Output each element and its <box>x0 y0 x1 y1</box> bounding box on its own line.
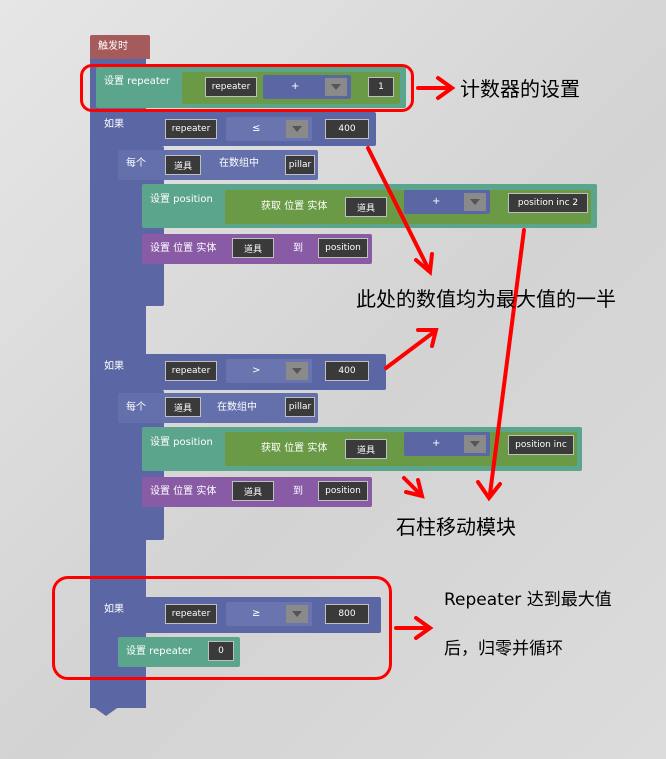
ge-operator-select[interactable]: ≥ <box>226 602 312 626</box>
compare-value-slot-2[interactable]: 400 <box>325 361 369 381</box>
plus-operator-label-2: + <box>432 196 441 207</box>
chevron-down-icon[interactable] <box>286 362 308 380</box>
plus-operator-select-2[interactable]: + <box>404 190 490 214</box>
repeater-var-slot[interactable]: repeater <box>205 77 257 97</box>
chevron-down-icon[interactable] <box>325 78 347 96</box>
plus-operator-label: + <box>291 81 300 92</box>
set-position-label-2: 设置 position <box>150 437 213 448</box>
main-spine-end-notch <box>92 706 120 716</box>
compare-var-slot-3[interactable]: repeater <box>165 604 217 624</box>
if-label-2: 如果 <box>104 361 124 372</box>
chevron-down-icon[interactable] <box>286 120 308 138</box>
compare-value-slot-3[interactable]: 800 <box>325 604 369 624</box>
foreach-array-slot[interactable]: pillar <box>285 155 315 175</box>
location-item-slot-2[interactable]: 道具 <box>232 481 274 501</box>
location-item-slot[interactable]: 道具 <box>232 238 274 258</box>
chevron-down-icon[interactable] <box>464 193 486 211</box>
pillar-arrow-1 <box>402 476 422 496</box>
if-gt-400-end-notch <box>112 540 140 550</box>
position-inc-slot-2[interactable]: position inc <box>508 435 574 455</box>
foreach-array-slot-2[interactable]: pillar <box>285 397 315 417</box>
foreach-block[interactable]: 每个 在数组中 <box>118 150 318 180</box>
half-max-arrow-1 <box>366 146 430 270</box>
half-max-annotation: 此处的数值均为最大值的一半 <box>356 287 616 311</box>
get-item-slot-2[interactable]: 道具 <box>345 439 387 459</box>
get-item-slot[interactable]: 道具 <box>345 197 387 217</box>
each-label: 每个 <box>126 158 146 169</box>
half-max-arrow-2 <box>384 330 436 370</box>
each-label-2: 每个 <box>126 402 146 413</box>
compare-var-slot-2[interactable]: repeater <box>165 361 217 381</box>
pillar-move-annotation: 石柱移动模块 <box>396 515 516 539</box>
set-location-label-2: 设置 位置 实体 <box>150 486 217 497</box>
reset-annotation-line1: Repeater 达到最大值 <box>444 590 612 610</box>
if-le-400-end-notch <box>112 306 140 316</box>
increment-value-slot[interactable]: 1 <box>368 77 394 97</box>
in-array-label: 在数组中 <box>219 158 259 169</box>
chevron-down-icon[interactable] <box>286 605 308 623</box>
set-position-label: 设置 position <box>150 194 213 205</box>
plus-operator-label-3: + <box>432 438 441 449</box>
reset-highlight-box <box>52 576 392 680</box>
trigger-block[interactable]: 触发时 <box>90 35 150 59</box>
reset-value-slot[interactable]: 0 <box>208 641 234 661</box>
plus-operator-select-3[interactable]: + <box>404 432 490 456</box>
in-array-label-2: 在数组中 <box>217 402 257 413</box>
compare-value-slot[interactable]: 400 <box>325 119 369 139</box>
pillar-arrow-2 <box>488 228 526 496</box>
set-repeater-label: 设置 repeater <box>104 76 171 87</box>
location-value-slot[interactable]: position <box>318 238 368 258</box>
ge-operator-label: ≥ <box>252 608 261 619</box>
le-operator-select[interactable]: ≤ <box>226 117 312 141</box>
location-value-slot-2[interactable]: position <box>318 481 368 501</box>
gt-operator-label: > <box>252 365 261 376</box>
reset-annotation-line2: 后，归零并循环 <box>444 639 563 659</box>
gt-operator-select[interactable]: > <box>226 359 312 383</box>
reset-repeater-label: 设置 repeater <box>126 646 193 657</box>
if-label: 如果 <box>104 119 124 130</box>
foreach-item-slot[interactable]: 道具 <box>165 155 201 175</box>
foreach-item-slot-2[interactable]: 道具 <box>165 397 201 417</box>
if-label-3: 如果 <box>104 604 124 615</box>
chevron-down-icon[interactable] <box>464 435 486 453</box>
foreach-block-2[interactable]: 每个 在数组中 <box>118 393 318 423</box>
counter-setting-annotation: 计数器的设置 <box>460 77 580 101</box>
get-position-label-2: 获取 位置 实体 <box>261 443 328 454</box>
le-operator-label: ≤ <box>252 123 261 134</box>
get-position-label: 获取 位置 实体 <box>261 201 328 212</box>
position-inc-slot[interactable]: position inc 2 <box>508 193 588 213</box>
to-label-2: 到 <box>293 486 303 497</box>
counter-highlight-box <box>80 64 414 112</box>
to-label: 到 <box>293 243 303 254</box>
plus-operator-select[interactable]: + <box>263 75 351 99</box>
set-location-label: 设置 位置 实体 <box>150 243 217 254</box>
trigger-label: 触发时 <box>98 41 128 52</box>
compare-var-slot[interactable]: repeater <box>165 119 217 139</box>
